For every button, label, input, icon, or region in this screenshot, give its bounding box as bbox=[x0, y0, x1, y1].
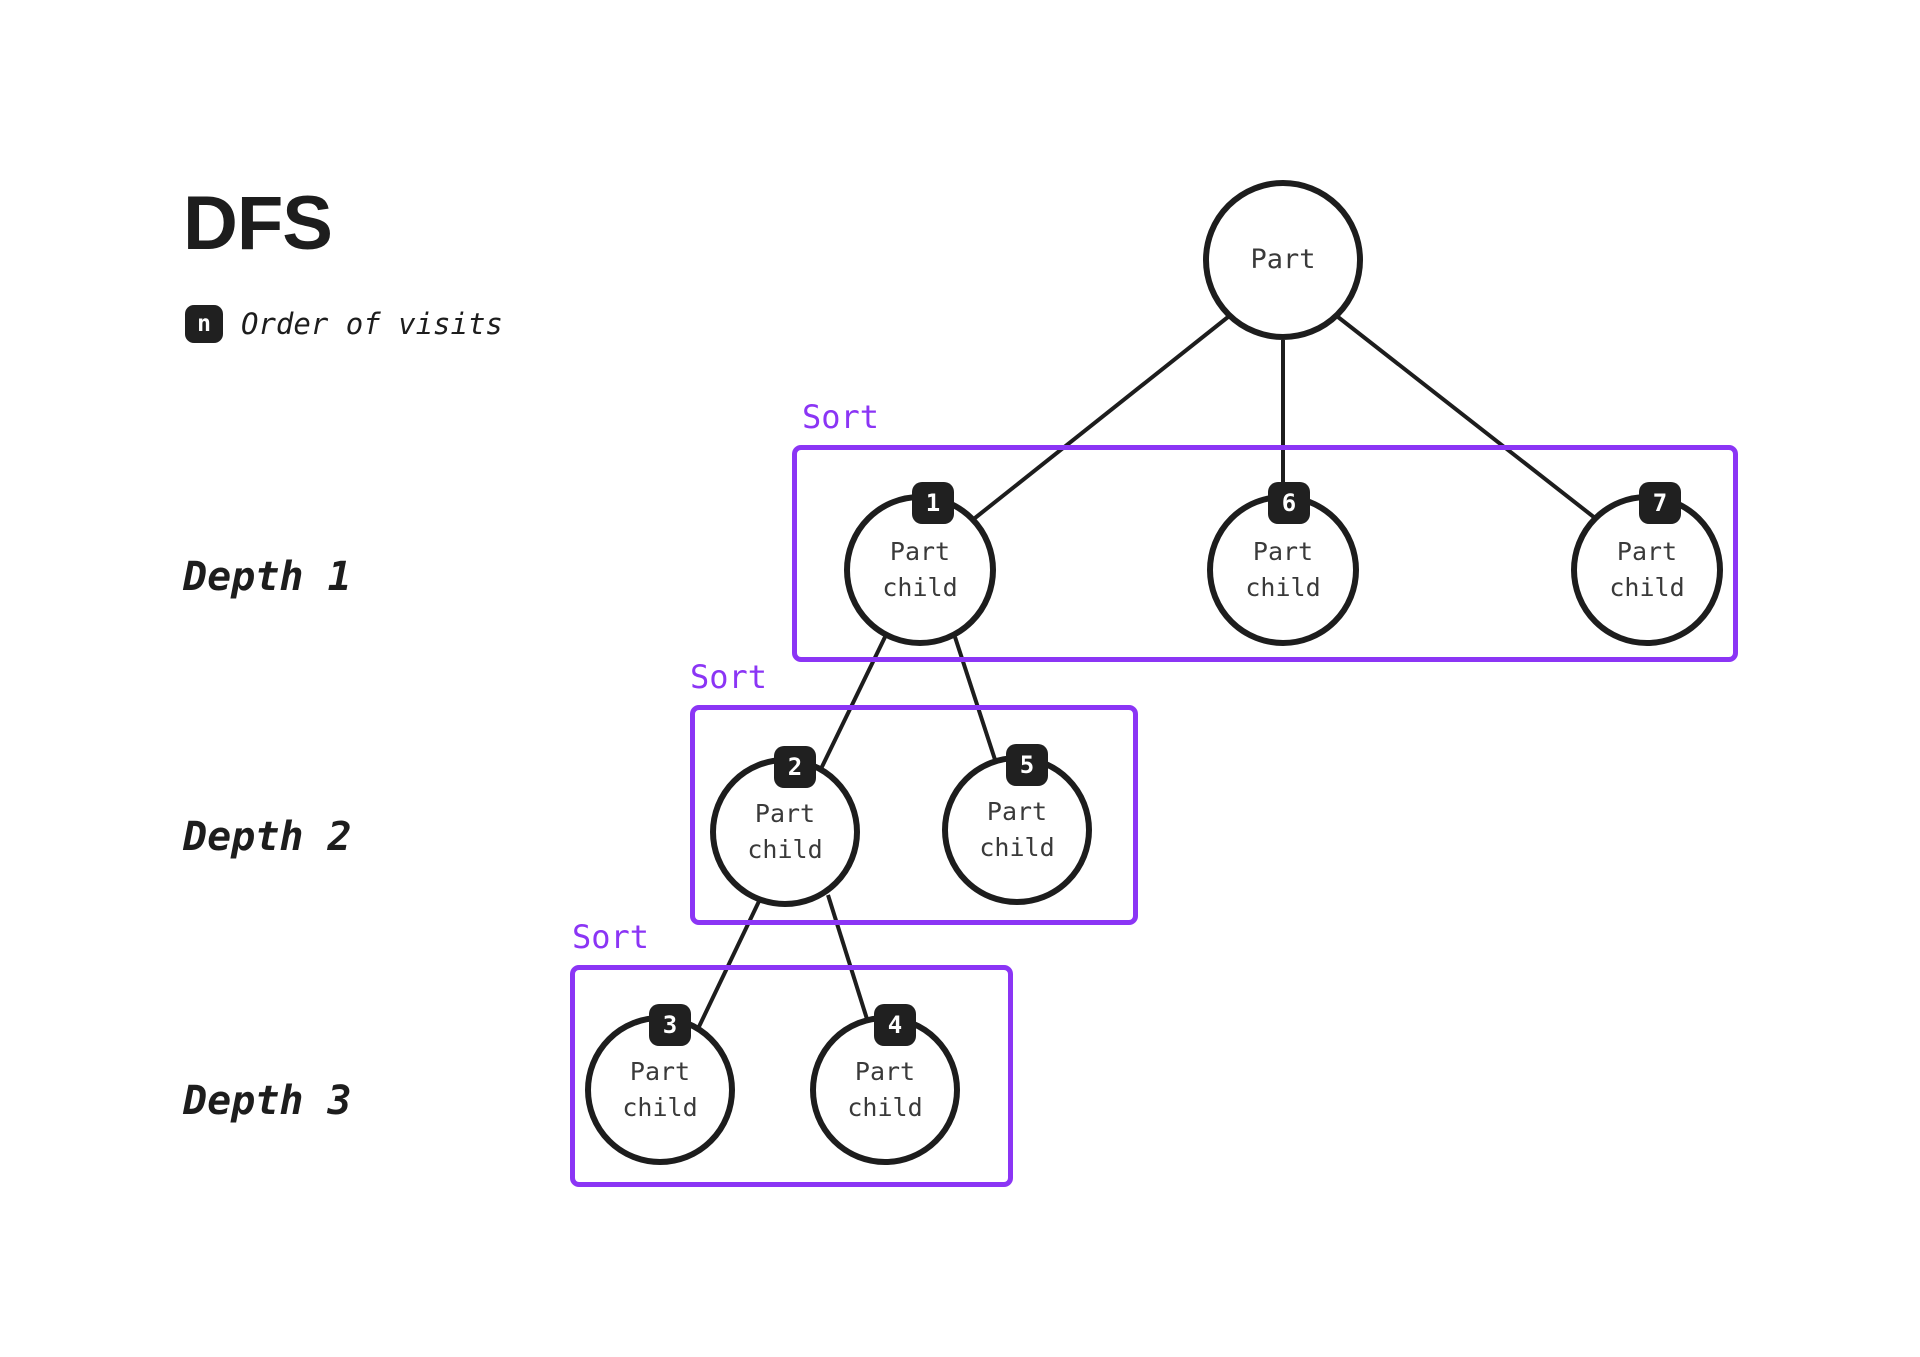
node-label-line2: child bbox=[882, 573, 958, 602]
node-part-child-5[interactable]: 5 Part child bbox=[942, 744, 1092, 905]
depth-label-3: Depth 3 bbox=[183, 1078, 352, 1124]
node-label-line2: child bbox=[1245, 573, 1321, 602]
node-label-line1: Part bbox=[854, 1056, 916, 1086]
node-label-line1: Part bbox=[1252, 536, 1314, 566]
node-label-line2: child bbox=[979, 833, 1055, 862]
visit-order-badge-3: 3 bbox=[649, 1004, 691, 1046]
node-part-child-1[interactable]: 1 Part child bbox=[844, 482, 996, 646]
node-label-line1: Part bbox=[629, 1056, 691, 1086]
sort-label-depth-2: Sort bbox=[690, 658, 768, 696]
sort-box-depth-2 bbox=[690, 705, 1138, 925]
page-title: DFS bbox=[183, 181, 333, 266]
depth-label-2: Depth 2 bbox=[183, 814, 352, 860]
visit-order-badge-7: 7 bbox=[1639, 482, 1681, 524]
node-label-line1: Part bbox=[889, 536, 951, 566]
node-part-child-3[interactable]: 3 Part child bbox=[585, 1004, 735, 1165]
visit-order-badge-1: 1 bbox=[912, 482, 954, 524]
sort-box-depth-3 bbox=[570, 965, 1013, 1187]
node-part-child-2[interactable]: 2 Part child bbox=[710, 746, 860, 907]
node-root-part[interactable]: Part bbox=[1203, 180, 1363, 340]
edge-root-to-7 bbox=[1336, 315, 1597, 520]
node-label-line1: Part bbox=[1250, 244, 1316, 276]
node-label-line1: Part bbox=[986, 796, 1048, 826]
legend: n Order of visits bbox=[185, 305, 503, 343]
node-label-line2: child bbox=[622, 1093, 698, 1122]
visit-order-badge-2: 2 bbox=[774, 746, 816, 788]
node-part-child-7[interactable]: 7 Part child bbox=[1571, 482, 1723, 646]
node-label-line2: child bbox=[1609, 573, 1685, 602]
sort-box-depth-1 bbox=[792, 445, 1738, 662]
node-part-child-6[interactable]: 6 Part child bbox=[1207, 482, 1359, 646]
node-part-child-4[interactable]: 4 Part child bbox=[810, 1004, 960, 1165]
node-label-line2: child bbox=[747, 835, 823, 864]
visit-order-badge-5: 5 bbox=[1006, 744, 1048, 786]
edge-root-to-1 bbox=[973, 315, 1230, 520]
visit-order-badge-4: 4 bbox=[874, 1004, 916, 1046]
sort-label-depth-1: Sort bbox=[802, 398, 880, 436]
sort-label-depth-3: Sort bbox=[572, 918, 650, 956]
node-label-line1: Part bbox=[1616, 536, 1678, 566]
visit-order-badge-6: 6 bbox=[1268, 482, 1310, 524]
node-label-line1: Part bbox=[754, 798, 816, 828]
legend-label: Order of visits bbox=[241, 307, 503, 341]
depth-label-1: Depth 1 bbox=[183, 554, 352, 600]
legend-order-badge: n bbox=[185, 305, 223, 343]
node-label-line2: child bbox=[847, 1093, 923, 1122]
